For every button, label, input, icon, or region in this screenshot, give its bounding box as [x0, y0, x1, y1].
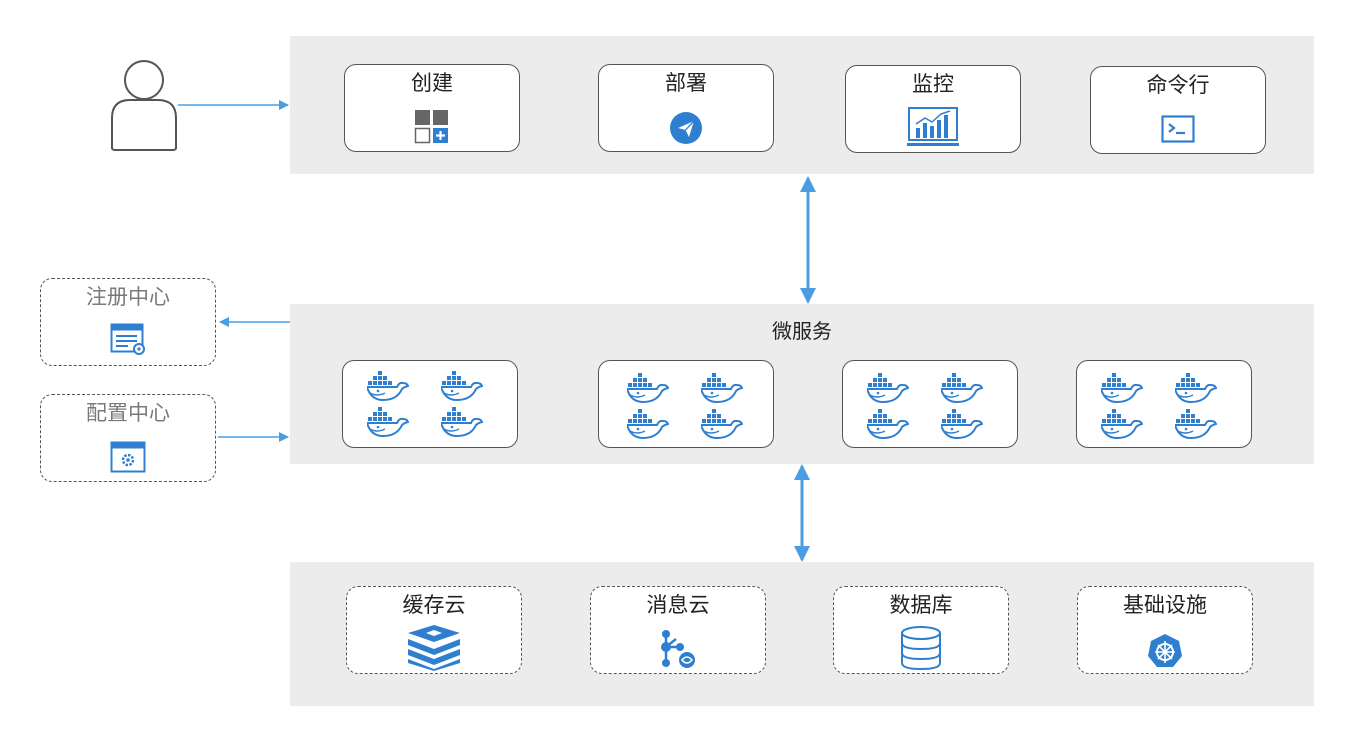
kubernetes-helm-icon: [1148, 634, 1182, 667]
docker-whale-icon: [367, 371, 409, 401]
message-cloud-label: 消息云: [646, 593, 710, 617]
docker-whale-icon: [441, 407, 483, 437]
monitor-card[interactable]: 监控: [845, 65, 1021, 153]
monitor-chart-icon: [907, 107, 959, 146]
message-hub-icon: [661, 630, 697, 670]
monitor-label: 监控: [912, 72, 954, 96]
config-window-icon: [110, 441, 146, 473]
docker-whale-icon: [441, 371, 483, 401]
registry-center-card[interactable]: 注册中心: [40, 278, 216, 366]
user-icon: [111, 60, 177, 151]
registry-center-label: 注册中心: [86, 285, 170, 309]
docker-whale-icon: [867, 409, 909, 439]
config-center-label: 配置中心: [86, 401, 170, 425]
create-card[interactable]: 创建: [344, 64, 520, 152]
docker-whale-icon: [1175, 373, 1217, 403]
redis-stack-icon: [408, 625, 460, 671]
create-label: 创建: [411, 71, 453, 95]
deploy-card[interactable]: 部署: [598, 64, 774, 152]
database-icon: [901, 626, 941, 671]
docker-whale-icon: [627, 373, 669, 403]
microservice-title: 微服务: [772, 319, 832, 343]
service-group-2[interactable]: [598, 360, 774, 448]
database-label: 数据库: [889, 593, 953, 617]
terminal-card[interactable]: 命令行: [1090, 66, 1266, 154]
docker-whale-icon: [941, 409, 983, 439]
terminal-label: 命令行: [1146, 73, 1210, 97]
service-group-3[interactable]: [842, 360, 1018, 448]
config-center-card[interactable]: 配置中心: [40, 394, 216, 482]
infrastructure-label: 基础设施: [1123, 593, 1207, 617]
cache-cloud-card[interactable]: 缓存云: [346, 586, 522, 674]
docker-whale-icon: [367, 407, 409, 437]
docker-whale-icon: [867, 373, 909, 403]
infrastructure-card[interactable]: 基础设施: [1077, 586, 1253, 674]
docker-whale-icon: [701, 409, 743, 439]
database-card[interactable]: 数据库: [833, 586, 1009, 674]
cache-cloud-label: 缓存云: [402, 593, 466, 617]
deploy-label: 部署: [665, 71, 707, 95]
docker-whale-icon: [1101, 373, 1143, 403]
message-cloud-card[interactable]: 消息云: [590, 586, 766, 674]
service-group-4[interactable]: [1076, 360, 1252, 448]
service-group-1[interactable]: [342, 360, 518, 448]
docker-whale-icon: [1175, 409, 1217, 439]
registry-list-icon: [110, 323, 145, 355]
deploy-send-icon: [670, 112, 702, 144]
docker-whale-icon: [627, 409, 669, 439]
docker-whale-icon: [701, 373, 743, 403]
create-grid-icon: [414, 110, 448, 144]
terminal-icon: [1161, 115, 1195, 143]
docker-whale-icon: [941, 373, 983, 403]
docker-whale-icon: [1101, 409, 1143, 439]
